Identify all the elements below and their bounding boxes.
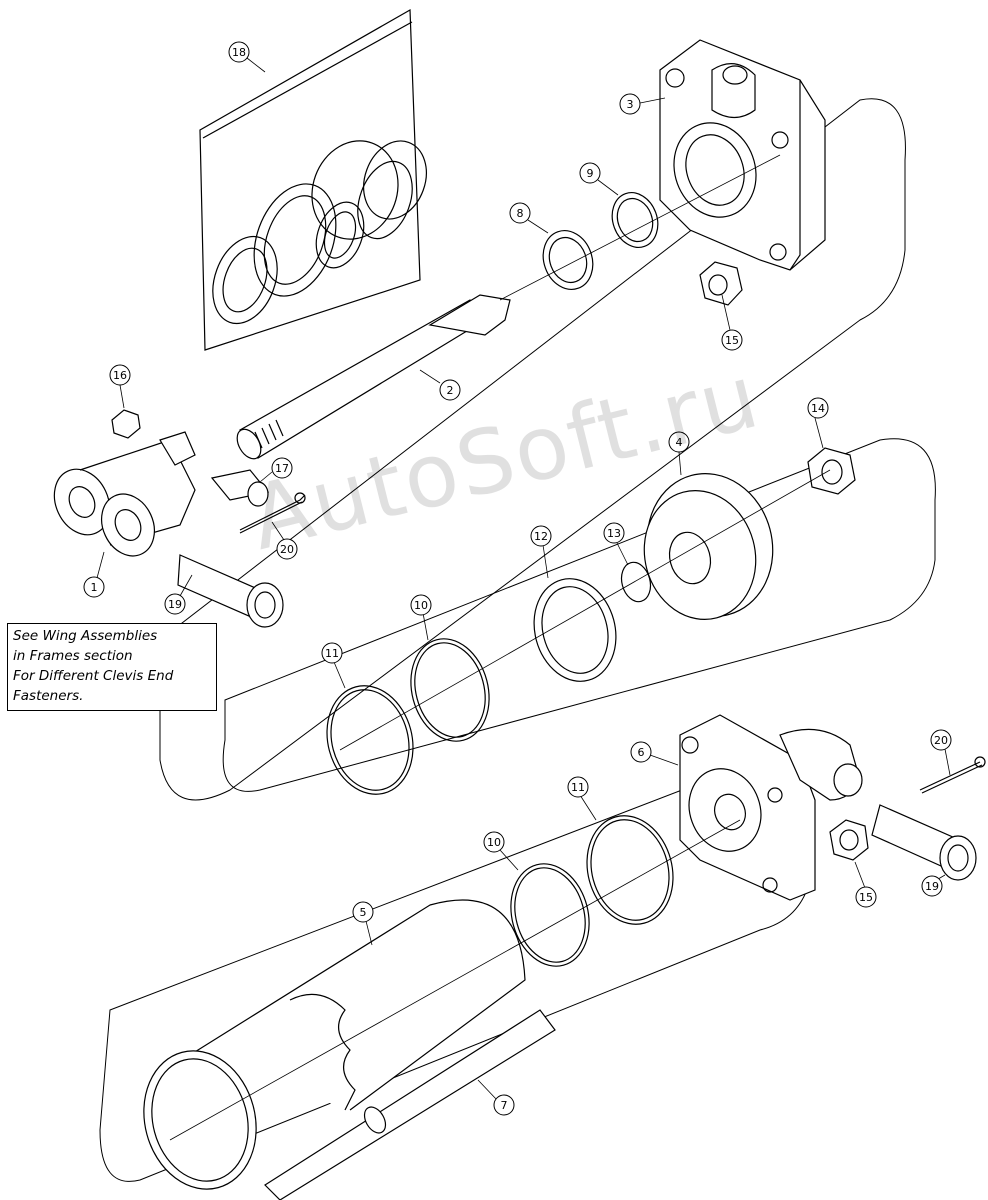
svg-text:5: 5 — [360, 906, 367, 919]
band-middle — [222, 438, 936, 792]
svg-text:19: 19 — [168, 598, 182, 611]
svg-text:1: 1 — [91, 581, 98, 594]
callout-1: 1 — [83, 576, 105, 598]
callout-11-lower: 11 — [567, 776, 589, 798]
band-upper — [159, 98, 906, 801]
callout-16: 16 — [109, 364, 131, 386]
callout-9: 9 — [579, 162, 601, 184]
callout-18: 18 — [228, 41, 250, 63]
callout-4: 4 — [668, 431, 690, 453]
callout-3: 3 — [619, 93, 641, 115]
note-line: in Frames section — [13, 648, 133, 664]
svg-text:17: 17 — [275, 462, 289, 475]
clevis — [53, 431, 196, 557]
svg-text:8: 8 — [517, 207, 524, 220]
callout-7: 7 — [493, 1094, 515, 1116]
svg-text:15: 15 — [725, 334, 739, 347]
callout-8: 8 — [509, 202, 531, 224]
svg-text:13: 13 — [607, 527, 621, 540]
cylinder-barrel — [143, 899, 526, 1190]
callout-10-lower: 10 — [483, 831, 505, 853]
svg-text:10: 10 — [414, 599, 428, 612]
callout-10-upper: 10 — [410, 594, 432, 616]
callout-19-upper: 19 — [164, 593, 186, 615]
callout-2: 2 — [439, 379, 461, 401]
callouts: 18 3 9 8 15 2 16 17 20 1 19 4 14 13 12 1… — [83, 41, 952, 1116]
callout-20-upper: 20 — [276, 538, 298, 560]
hex-nut-16 — [111, 409, 141, 439]
svg-text:19: 19 — [925, 880, 939, 893]
rod-end-cap — [659, 39, 826, 271]
svg-text:18: 18 — [232, 46, 246, 59]
svg-text:9: 9 — [587, 167, 594, 180]
piston — [643, 473, 774, 620]
clevis-pin-19-upper — [177, 554, 284, 628]
hex-nut-15-lower — [829, 819, 869, 861]
callout-20-lower: 20 — [930, 729, 952, 751]
piston-rod — [236, 294, 511, 460]
svg-text:2: 2 — [447, 384, 454, 397]
callout-12: 12 — [530, 525, 552, 547]
callout-13: 13 — [603, 522, 625, 544]
svg-text:12: 12 — [534, 530, 548, 543]
callout-6: 6 — [630, 741, 652, 763]
svg-text:14: 14 — [811, 402, 825, 415]
tie-rod — [264, 1009, 556, 1200]
callout-17: 17 — [271, 457, 293, 479]
svg-text:7: 7 — [501, 1099, 508, 1112]
seal-kit-bag — [199, 8, 427, 351]
rod-seal-9 — [611, 192, 659, 248]
svg-text:11: 11 — [325, 647, 339, 660]
rod-wiper-8 — [542, 230, 594, 290]
callout-19-lower: 19 — [921, 875, 943, 897]
callout-15-lower: 15 — [855, 886, 877, 908]
cotter-pin-20-upper — [239, 494, 306, 534]
callout-14: 14 — [807, 397, 829, 419]
svg-text:10: 10 — [487, 836, 501, 849]
hex-nut-14 — [807, 447, 856, 495]
wear-ring-10-lower — [510, 863, 590, 967]
svg-text:20: 20 — [934, 734, 948, 747]
backup-ring-11-upper — [326, 685, 414, 795]
base-end-cap — [679, 714, 863, 901]
note-line: For Different Clevis End — [13, 668, 174, 684]
svg-text:6: 6 — [638, 746, 645, 759]
svg-text:11: 11 — [571, 781, 585, 794]
svg-text:3: 3 — [627, 98, 634, 111]
o-ring-13 — [620, 561, 652, 603]
note-line: See Wing Assemblies — [13, 628, 158, 644]
svg-text:20: 20 — [280, 543, 294, 556]
note-box: See Wing Assemblies in Frames section Fo… — [7, 623, 217, 711]
hex-nut-15-upper — [699, 261, 743, 306]
svg-text:4: 4 — [676, 436, 683, 449]
wear-ring-10-upper — [410, 638, 490, 742]
callout-11-upper: 11 — [321, 642, 343, 664]
cotter-pin-20-lower — [919, 761, 983, 794]
svg-text:15: 15 — [859, 891, 873, 904]
svg-text:16: 16 — [113, 369, 127, 382]
callout-15-upper: 15 — [721, 329, 743, 351]
note-line: Fasteners. — [13, 688, 84, 704]
callout-5: 5 — [352, 901, 374, 923]
clevis-pin-19-lower — [871, 804, 977, 881]
